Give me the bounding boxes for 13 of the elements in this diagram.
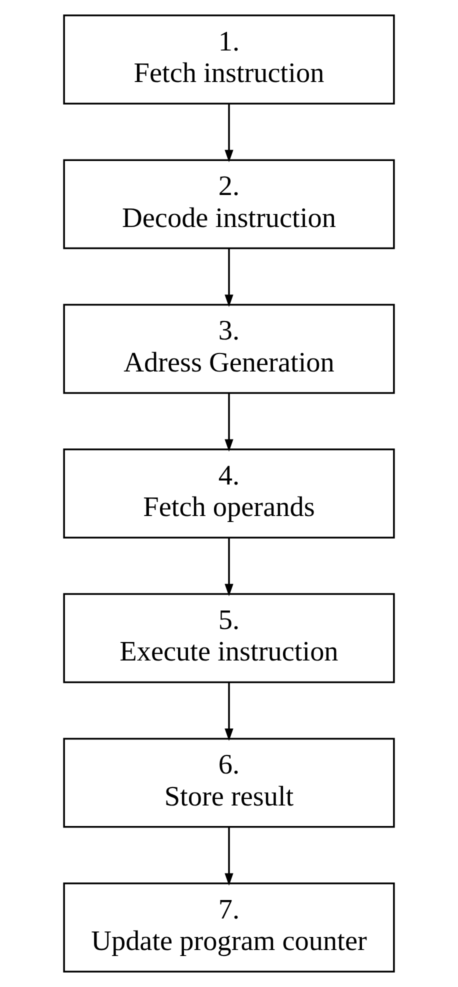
node-box: 6. Store result xyxy=(63,738,395,828)
arrow xyxy=(224,104,234,162)
node-box: 5. Execute instruction xyxy=(63,593,395,684)
arrow xyxy=(224,682,234,741)
node-box: 7. Update program counter xyxy=(63,882,395,972)
arrow xyxy=(224,392,234,452)
arrow xyxy=(224,248,234,307)
node-box: 3. Adress Generation xyxy=(63,304,395,394)
node-box: 1. Fetch instruction xyxy=(63,14,395,105)
arrow xyxy=(224,826,234,886)
arrow xyxy=(224,538,234,596)
node-box: 4. Fetch operands xyxy=(63,448,395,538)
node-box: 2. Decode instruction xyxy=(63,159,395,250)
